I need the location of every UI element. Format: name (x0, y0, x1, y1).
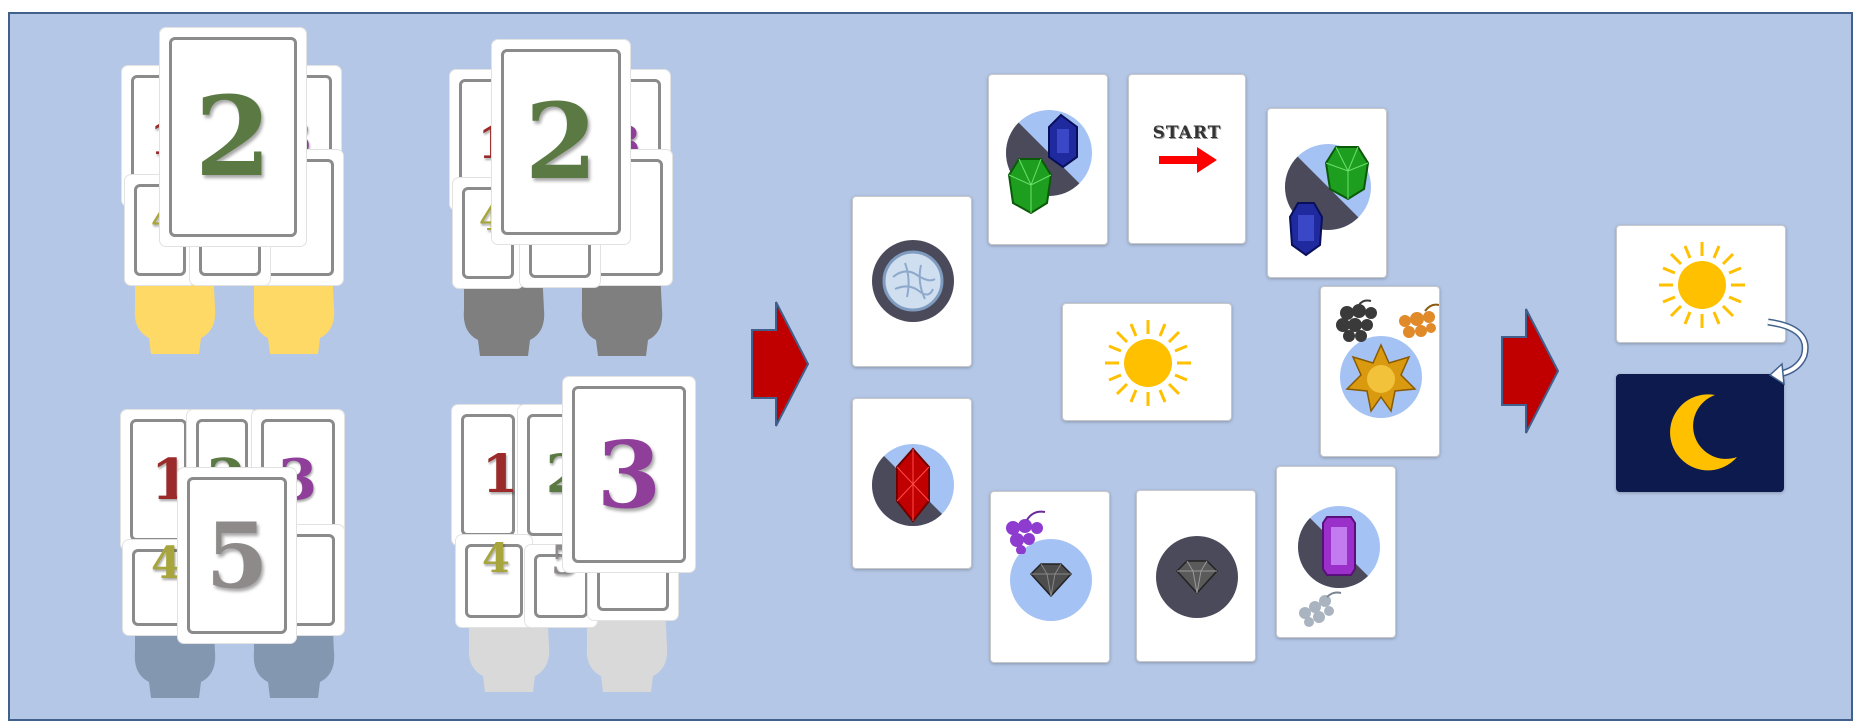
right-arrow-icon (1500, 307, 1560, 435)
diamond-icon (1155, 535, 1239, 619)
board-card-diamond-purple-grapes[interactable] (990, 491, 1110, 663)
played-card-number: 2 (492, 90, 630, 194)
board-card-sapphire-emerald[interactable] (988, 74, 1108, 245)
orange-grapes-icon (1395, 301, 1440, 343)
played-card-number: 2 (160, 82, 306, 192)
black-grapes-icon (1333, 299, 1381, 343)
red-gem-icon (871, 443, 955, 527)
board-card-sun[interactable] (1062, 303, 1232, 421)
curved-arrow-icon (1760, 318, 1816, 390)
board-card-amethyst-silver-grapes[interactable] (1276, 466, 1396, 638)
start-arrow-icon (1159, 147, 1217, 173)
purple-gem-icon (1297, 505, 1381, 589)
board-card-start[interactable]: START (1128, 74, 1246, 244)
start-label: START (1129, 123, 1245, 143)
moon-icon (1663, 391, 1743, 475)
played-card[interactable]: 5 (178, 468, 296, 643)
blue-gem-icon (1286, 201, 1326, 257)
played-card[interactable]: 2 (160, 28, 306, 246)
card-number: 4 (482, 539, 510, 579)
crystal-orb-icon (871, 239, 955, 323)
green-gem-icon (1005, 155, 1055, 215)
board-card-ruby[interactable] (852, 398, 972, 569)
hidden-card: 1 (452, 405, 524, 545)
played-card-number: 5 (178, 511, 296, 601)
right-arrow-icon (750, 300, 810, 428)
board-card-emerald-sapphire[interactable] (1267, 108, 1387, 278)
silver-grapes-icon (1295, 589, 1345, 629)
board-card-golden-star-grapes[interactable] (1320, 286, 1440, 457)
hidden-card: 4 (456, 535, 532, 627)
played-card-number: 3 (563, 429, 695, 521)
card-number: 1 (482, 449, 518, 501)
sun-icon (1103, 318, 1193, 408)
played-card[interactable]: 2 (492, 40, 630, 244)
night-card[interactable] (1616, 374, 1784, 492)
board-card-diamond-dark[interactable] (1136, 490, 1256, 662)
gold-star-icon (1339, 335, 1423, 419)
sun-icon (1657, 240, 1747, 330)
purple-grapes-icon (1001, 508, 1051, 554)
played-card[interactable]: 3 (563, 377, 695, 572)
board-card-crystal-orb[interactable] (852, 196, 972, 367)
